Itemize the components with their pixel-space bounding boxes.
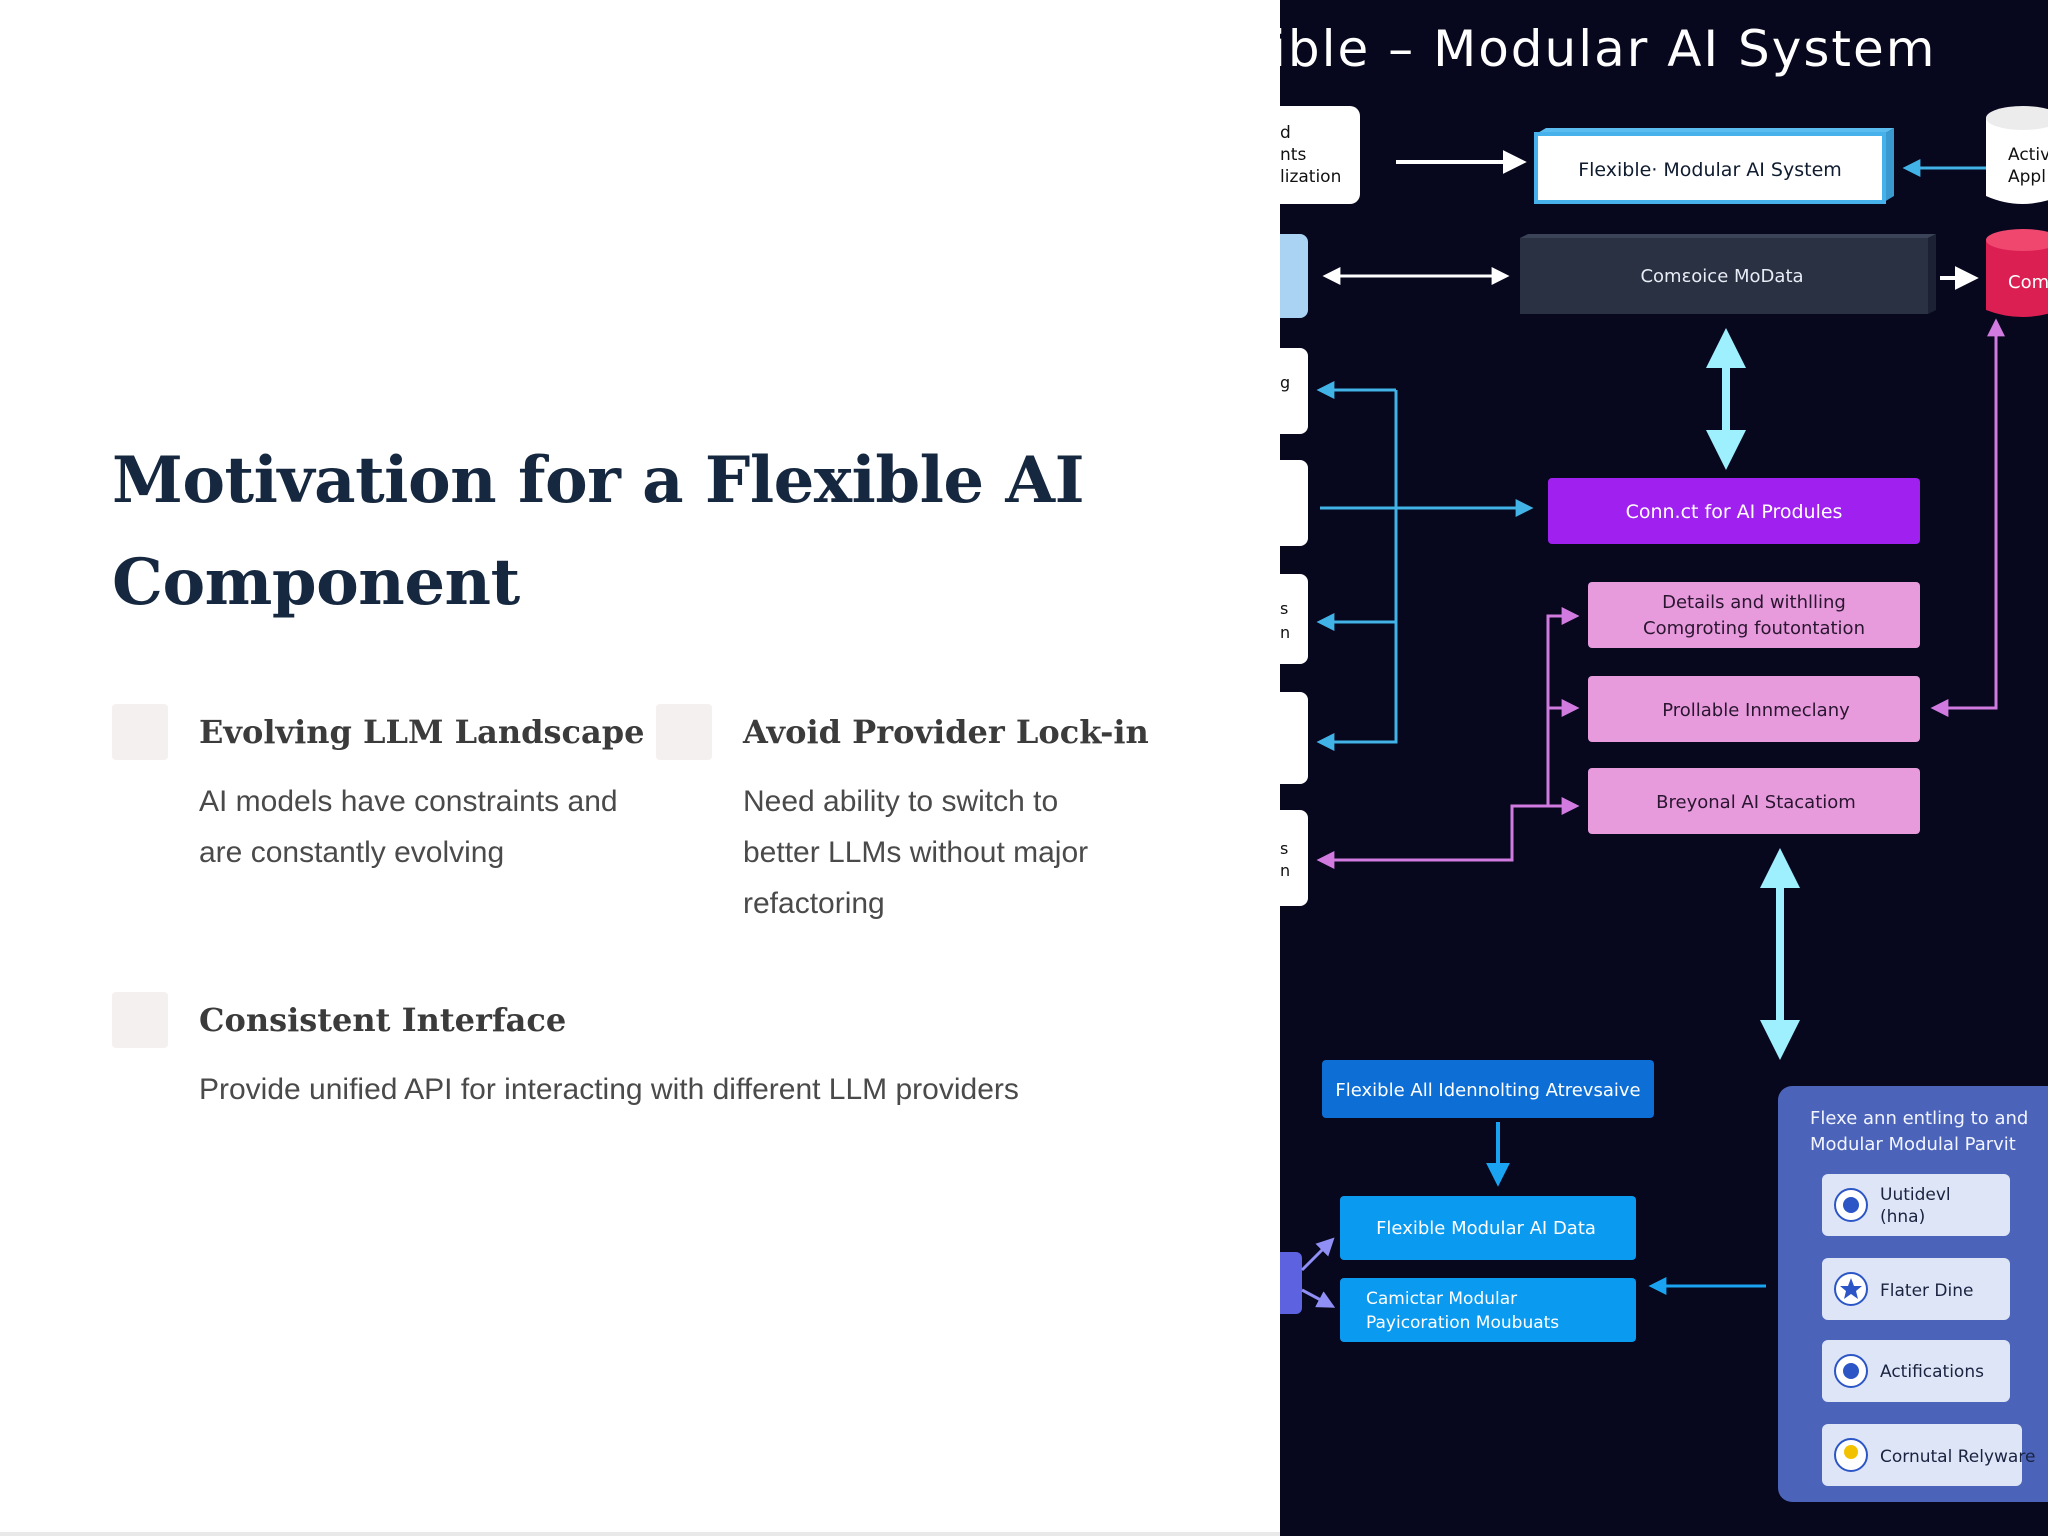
slide-content: Motivation for a Flexible AI Component E… — [112, 430, 1149, 1106]
left-card-letter: n — [1280, 623, 1290, 642]
bottom-divider — [0, 1532, 1280, 1536]
left-card-text-2: nts — [1280, 145, 1306, 165]
left-card-top — [1280, 106, 1360, 204]
panel-item — [1822, 1258, 2010, 1320]
point-heading: Consistent Interface — [199, 1001, 567, 1039]
point-body: AI models have constraints and are const… — [199, 785, 618, 869]
arrow — [1301, 1288, 1336, 1308]
point-body: Need ability to switch to better LLMs wi… — [743, 785, 1089, 920]
blue-box-top — [1322, 1060, 1654, 1118]
star-icon-shape — [1840, 1278, 1862, 1299]
point-icon-placeholder — [656, 704, 712, 760]
lightbulb-icon-bulb — [1844, 1445, 1858, 1459]
dark-box-bevel — [1928, 234, 1936, 314]
top-box-label: Flexible· Modular AI System — [1578, 159, 1842, 181]
panel-item-1-line-2: (hna) — [1880, 1207, 1925, 1227]
left-card-text-3: lization — [1280, 167, 1341, 187]
pink-box-1-line-2: Comgroting foutontation — [1643, 618, 1865, 639]
left-connector-node — [1280, 1252, 1302, 1314]
pink-box-2-label: Prollable Innmeclany — [1662, 700, 1850, 721]
dark-box-label: Comεoice MoData — [1640, 266, 1803, 287]
connector-line — [1930, 318, 2005, 717]
diagram-title: ible – Modular AI System — [1280, 20, 1937, 78]
right-database — [1986, 110, 2048, 204]
panel-item — [1822, 1340, 2010, 1402]
point-icon-placeholder — [112, 992, 168, 1048]
title-line-2: Component — [112, 545, 520, 620]
right-db-text-1: Activ — [2008, 145, 2048, 165]
left-card — [1280, 810, 1308, 906]
pink-box — [1588, 768, 1920, 834]
purple-box-label: Conn.ct for AI Produles — [1626, 501, 1843, 523]
left-card — [1280, 692, 1308, 784]
blue-box-bottom-line-2: Payicoration Moubuats — [1366, 1313, 1559, 1333]
point-icon-placeholder — [112, 704, 168, 760]
panel-item-2-label: Flater Dine — [1880, 1281, 1973, 1301]
gear-icon-center — [1843, 1197, 1859, 1213]
left-card — [1280, 574, 1308, 664]
dark-box-bevel — [1520, 234, 1936, 238]
slide-title: Motivation for a Flexible AI Component — [112, 430, 1112, 634]
panel-title-line-1: Flexe ann entling to and — [1810, 1108, 2028, 1129]
left-card — [1280, 348, 1308, 434]
left-card-text-1: d — [1280, 123, 1291, 143]
panel-item-4-label: Cornutal Relyware — [1880, 1447, 2035, 1467]
panel-item-1-line-1: Uutidevl — [1880, 1185, 1951, 1205]
connector-line — [1546, 607, 1580, 806]
left-card-blue — [1280, 234, 1308, 318]
architecture-diagram: ible – Modular AI System d nts lization … — [1280, 20, 2048, 1502]
connector-line — [1316, 390, 1398, 751]
arrow — [1300, 1237, 1335, 1272]
right-db-text-2: Appl — [2008, 167, 2046, 187]
point-heading: Evolving LLM Landscape — [199, 713, 645, 751]
right-red-db-label: Com — [2008, 272, 2048, 293]
title-line-1: Motivation for a Flexible AI — [112, 443, 1085, 518]
left-card-letter: s — [1280, 839, 1288, 858]
left-card-letter: n — [1280, 861, 1290, 880]
left-card-letter: s — [1280, 599, 1288, 618]
architecture-diagram-image: ible – Modular AI System d nts lization … — [1280, 0, 2048, 1536]
pink-box-3-label: Breyonal AI Stacatiom — [1656, 792, 1856, 813]
dark-box — [1520, 238, 1928, 314]
right-red-database-top — [1986, 229, 2048, 251]
pink-box — [1588, 582, 1920, 648]
blue-box-mid-label: Flexible Modular AI Data — [1376, 1218, 1596, 1239]
blue-box-mid — [1340, 1196, 1636, 1260]
gear-icon-center — [1843, 1363, 1859, 1379]
top-box-bevel — [1884, 128, 1894, 202]
panel-item — [1822, 1424, 2022, 1486]
pink-box — [1588, 676, 1920, 742]
right-database-top — [1986, 106, 2048, 130]
panel-title-line-2: Modular Modulal Parvit — [1810, 1134, 2016, 1155]
pink-box-1-line-1: Details and withlling — [1662, 592, 1846, 613]
connector-line — [1316, 797, 1580, 869]
point-body: Provide unified API for interacting with… — [199, 1073, 1019, 1106]
panel-item-3-label: Actifications — [1880, 1362, 1984, 1382]
point-heading: Avoid Provider Lock-in — [743, 713, 1149, 751]
purple-box — [1548, 478, 1920, 544]
panel-item — [1822, 1174, 2010, 1236]
left-card-letter: g — [1280, 373, 1290, 392]
blue-box-bottom — [1340, 1278, 1636, 1342]
top-box — [1534, 132, 1886, 204]
blue-box-top-label: Flexible All Idennolting Atrevsaive — [1335, 1080, 1640, 1101]
right-red-database — [1986, 233, 2048, 317]
left-card — [1280, 460, 1308, 546]
blue-box-bottom-line-1: Camictar Modular — [1366, 1289, 1517, 1309]
